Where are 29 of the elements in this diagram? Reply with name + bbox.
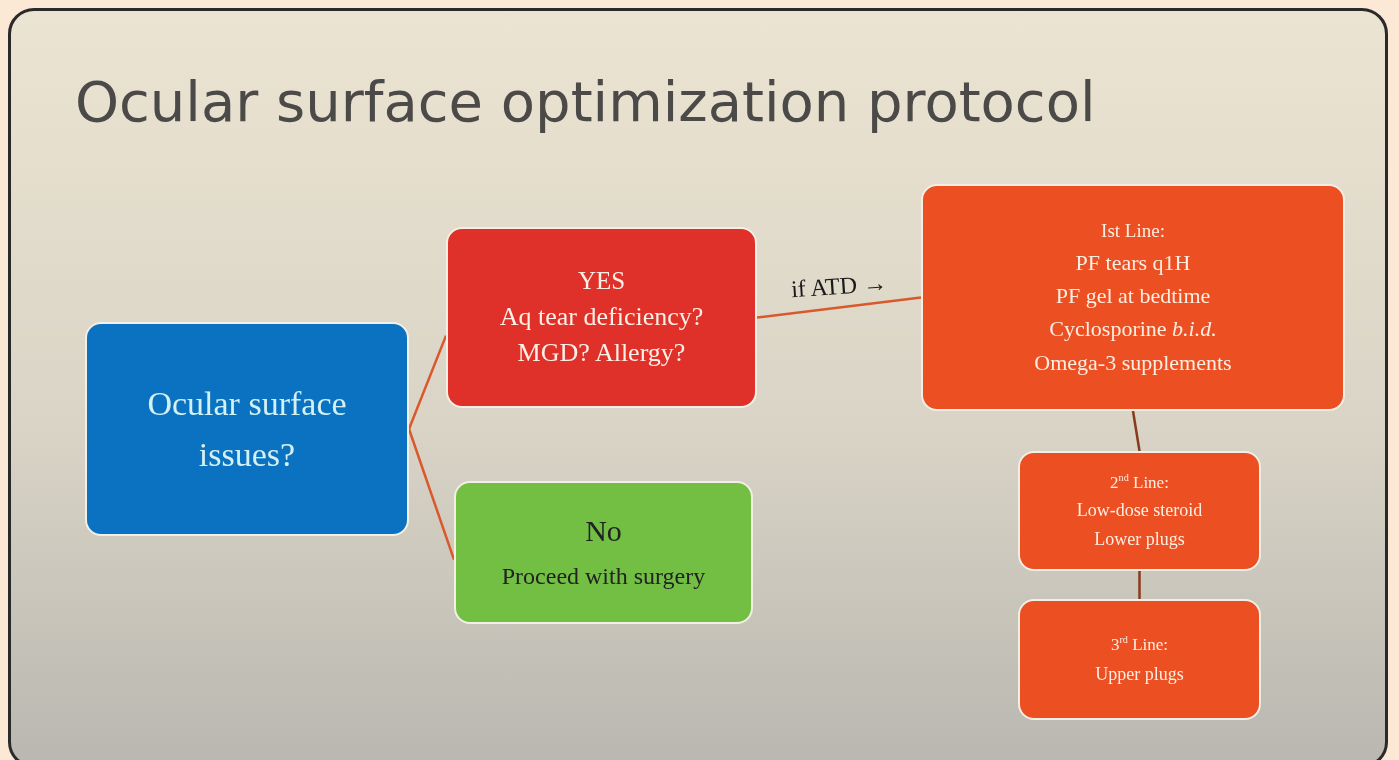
slide-title: Ocular surface optimization protocol bbox=[75, 69, 1096, 134]
box-text: Omega-3 supplements bbox=[1034, 349, 1232, 375]
box-text: Lower plugs bbox=[1094, 529, 1185, 550]
box-text: Ist Line: bbox=[1101, 220, 1165, 242]
box-text: 3$^{rd}$ Line: bbox=[1110, 634, 1169, 655]
connector-line bbox=[1138, 571, 1141, 599]
box-text: PF gel at bedtime bbox=[1055, 283, 1211, 309]
treatment-box bbox=[921, 184, 1345, 411]
box-text: PF tears q1H bbox=[1075, 249, 1191, 276]
question-box bbox=[85, 322, 409, 536]
box-text: Ocular surface issues? bbox=[146, 384, 348, 475]
connector-line bbox=[756, 296, 922, 319]
no-box bbox=[454, 481, 753, 624]
box-text: MGD? Allergy? bbox=[517, 337, 686, 368]
edge-label: if ATD → bbox=[790, 269, 888, 303]
box-text: Upper plugs bbox=[1095, 664, 1184, 685]
box-text: Aq tear deficiency? bbox=[499, 302, 704, 332]
box-text: Cyclosporine b.i.d. bbox=[1049, 316, 1217, 342]
box-text: 2$^{nd}$ Line: bbox=[1110, 472, 1169, 493]
connector-line bbox=[407, 428, 456, 561]
connector-line bbox=[407, 335, 448, 430]
treatment-box bbox=[1018, 451, 1261, 571]
treatment-box bbox=[1018, 599, 1261, 720]
box-text: Low-dose steroid bbox=[1076, 500, 1203, 522]
box-text: YES bbox=[577, 267, 626, 296]
yes-box bbox=[446, 227, 757, 408]
box-text: No bbox=[585, 514, 622, 549]
connector-line bbox=[1131, 410, 1141, 452]
box-text: Proceed with surgery bbox=[501, 562, 706, 591]
